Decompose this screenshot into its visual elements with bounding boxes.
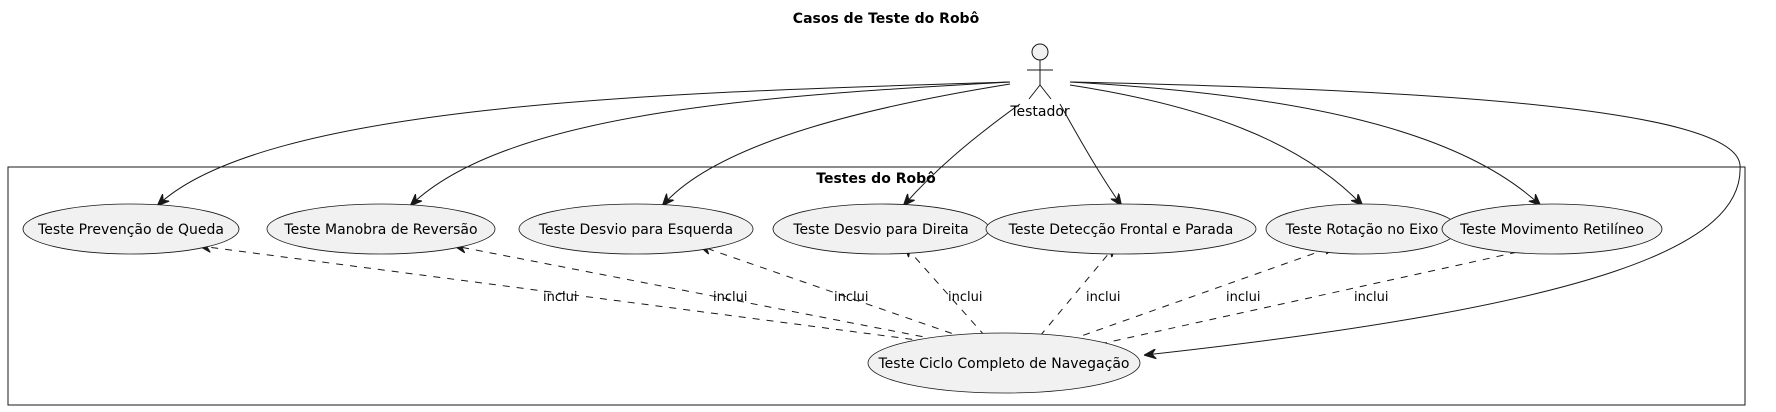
- include-edge: [200, 246, 941, 344]
- use-case-label: Teste Movimento Retilíneo: [1459, 222, 1644, 238]
- include-label: inclui: [1354, 290, 1388, 305]
- include-label: inclui: [948, 290, 982, 305]
- use-case-ciclo-completo-de-navegacao[interactable]: Teste Ciclo Completo de Navegação: [867, 332, 1141, 394]
- association-edge: [1069, 81, 1741, 355]
- include-edge: [905, 246, 986, 337]
- use-case-label: Teste Detecção Frontal e Parada: [1008, 222, 1234, 238]
- use-cases: Teste Prevenção de Queda Teste Manobra d…: [22, 203, 1663, 394]
- use-case-label: Teste Ciclo Completo de Navegação: [878, 356, 1130, 372]
- use-case-label: Teste Desvio para Direita: [792, 222, 968, 238]
- use-case-label: Teste Prevenção de Queda: [37, 222, 224, 238]
- association-edge: [904, 103, 1021, 205]
- include-edge: [1099, 246, 1545, 345]
- association-edge: [1059, 103, 1121, 205]
- association-edges: [158, 81, 1741, 355]
- include-label: inclui: [543, 290, 577, 305]
- use-case-manobra-de-reversao[interactable]: Teste Manobra de Reversão: [266, 203, 496, 255]
- system-boundary-frame: [7, 166, 1746, 406]
- system-title: Testes do Robô: [816, 171, 936, 187]
- diagram-title: Casos de Teste do Robô: [793, 11, 980, 27]
- include-label: inclui: [1226, 290, 1260, 305]
- include-edge: [1039, 246, 1115, 337]
- association-edge: [1069, 81, 1540, 205]
- include-edge: [455, 246, 951, 343]
- include-labels: inclui inclui inclui inclui inclui inclu…: [543, 290, 1388, 305]
- include-label: inclui: [834, 290, 868, 305]
- use-case-label: Teste Manobra de Reversão: [283, 222, 477, 238]
- use-case-rotacao-no-eixo[interactable]: Teste Rotação no Eixo: [1265, 203, 1459, 255]
- include-label: inclui: [1086, 290, 1120, 305]
- use-case-deteccao-frontal-e-parada[interactable]: Teste Detecção Frontal e Parada: [985, 203, 1257, 255]
- use-case-label: Teste Desvio para Esquerda: [538, 222, 733, 238]
- association-edge: [158, 81, 1011, 205]
- include-label: inclui: [713, 290, 747, 305]
- include-edges: [200, 246, 1545, 345]
- association-edge: [1069, 84, 1362, 205]
- include-edge: [700, 246, 966, 339]
- stick-figure-actor-icon: [1027, 43, 1053, 100]
- association-edge: [411, 81, 1011, 205]
- use-case-label: Teste Rotação no Eixo: [1285, 222, 1439, 238]
- use-case-desvio-para-direita[interactable]: Teste Desvio para Direita: [772, 203, 990, 255]
- actor-testador[interactable]: Testador: [1009, 43, 1070, 120]
- actor-label: Testador: [1009, 104, 1070, 120]
- use-case-movimento-retilineo[interactable]: Teste Movimento Retilíneo: [1441, 203, 1663, 255]
- include-edge: [1069, 246, 1335, 341]
- system-boundary: Testes do Robô: [7, 166, 1746, 406]
- use-case-desvio-para-esquerda[interactable]: Teste Desvio para Esquerda: [518, 203, 754, 255]
- use-case-prevencao-de-queda[interactable]: Teste Prevenção de Queda: [22, 203, 240, 255]
- association-edge: [663, 83, 1011, 205]
